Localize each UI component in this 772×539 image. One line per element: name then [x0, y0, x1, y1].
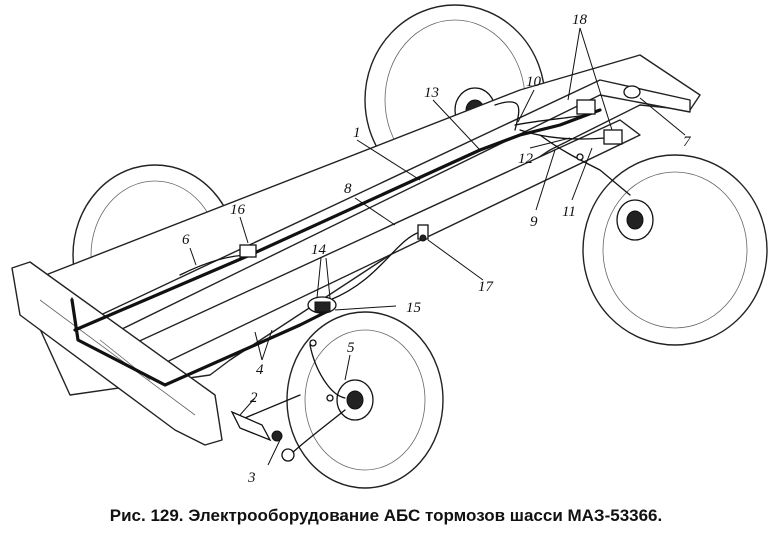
rear-right-wheel	[582, 154, 768, 346]
lower-harness	[70, 298, 332, 387]
abs-wiring-diagram: 1 2 3 4 5 6 7 8 9 10 11 12 13 14 15 16 1…	[11, 4, 768, 489]
wire-12	[519, 129, 606, 140]
valve-2-3	[230, 410, 295, 462]
relay-16	[239, 244, 257, 258]
callout-11: 11	[562, 204, 576, 220]
callout-1: 1	[353, 125, 361, 141]
callout-12: 12	[518, 151, 534, 167]
callout-18: 18	[572, 12, 588, 28]
wire-10	[494, 101, 520, 131]
modulator-18b	[603, 129, 623, 145]
callout-15: 15	[406, 300, 422, 316]
connector-17	[417, 224, 429, 242]
front-right-wheel	[286, 311, 444, 489]
modulator-18a	[576, 99, 596, 115]
callout-10: 10	[526, 74, 542, 90]
figure-caption: Рис. 129. Электрооборудование АБС тормоз…	[109, 506, 663, 525]
callout-17: 17	[478, 279, 495, 295]
wire-9	[539, 134, 631, 196]
chassis-frame	[11, 54, 701, 446]
wire-5	[309, 344, 346, 399]
main-harness	[73, 108, 602, 332]
control-block-14	[307, 296, 337, 314]
callout-6: 6	[182, 232, 190, 248]
callout-13: 13	[424, 85, 439, 101]
lamp-7	[623, 85, 641, 99]
callout-8: 8	[344, 181, 352, 197]
callout-9: 9	[530, 214, 538, 230]
callout-3: 3	[247, 470, 256, 486]
callout-16: 16	[230, 202, 246, 218]
callout-14: 14	[311, 242, 327, 258]
callout-5: 5	[347, 340, 355, 356]
callout-7: 7	[683, 134, 692, 150]
callout-4: 4	[256, 362, 264, 378]
wire-8	[329, 231, 421, 301]
callout-2: 2	[250, 390, 258, 406]
